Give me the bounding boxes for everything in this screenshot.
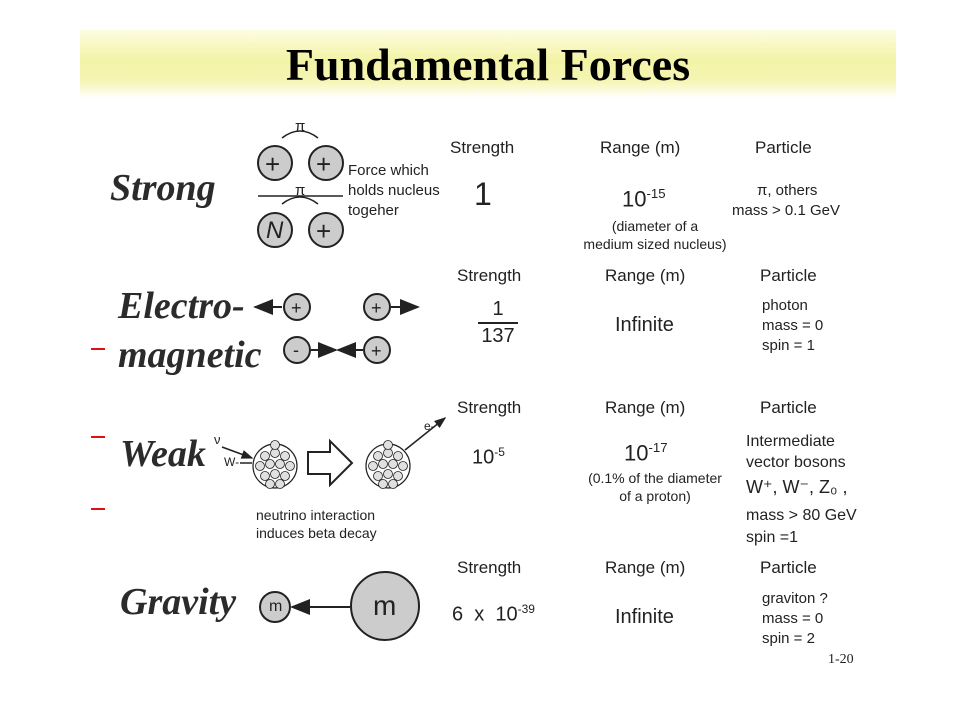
charge-circle <box>283 293 311 321</box>
force-name-gravity: Gravity <box>120 581 237 623</box>
neutron-label: N <box>266 217 284 244</box>
strong-description-line: holds nucleus <box>348 182 440 199</box>
gravity-range: Infinite <box>615 606 674 628</box>
gravity-particle: graviton ? <box>762 590 828 607</box>
strong-particle: π, others <box>757 182 818 199</box>
w-boson-label: W- <box>224 455 240 469</box>
proton-plus: + <box>316 216 332 246</box>
charge-plus: + <box>371 341 382 361</box>
proton-circle <box>308 212 344 248</box>
charge-circle <box>363 293 391 321</box>
charge-circle <box>283 336 311 364</box>
header-strength: Strength <box>457 398 522 417</box>
strong-particle: mass > 0.1 GeV <box>732 202 840 219</box>
weak-strength: 10-5 <box>472 445 505 469</box>
weak-range-note: of a proton) <box>619 488 691 504</box>
electron-arrow <box>404 417 447 451</box>
header-strength: Strength <box>457 558 522 577</box>
bullet-dash <box>91 508 105 510</box>
weak-caption: induces beta decay <box>256 525 377 541</box>
charge-plus: + <box>371 298 382 318</box>
header-strength: Strength <box>450 138 515 157</box>
neutrino-arrow <box>221 446 254 459</box>
header-range: Range (m) <box>605 398 686 417</box>
title-band <box>80 30 896 98</box>
header-range: Range (m) <box>605 266 686 285</box>
fraction-bar <box>478 322 518 324</box>
em-particle: photon <box>762 297 808 314</box>
strong-range-note: medium sized nucleus) <box>583 236 727 252</box>
header-strength: Strength <box>457 266 522 285</box>
electron-label: e- <box>424 419 435 433</box>
small-mass-label: m <box>269 598 283 615</box>
strong-range: 10-15 <box>622 186 666 212</box>
header-particle: Particle <box>760 266 817 285</box>
em-range: Infinite <box>615 314 674 336</box>
strong-description-line: togeher <box>348 202 399 219</box>
weak-range: 10-17 <box>624 440 668 466</box>
pion-arc <box>281 130 319 139</box>
em-strength-numerator: 1 <box>492 298 504 320</box>
weak-particle: W⁺, W⁻, Z₀ , <box>746 477 848 497</box>
bullet-dash <box>91 436 105 438</box>
pion-label: π <box>295 118 306 135</box>
weak-particle: Intermediate <box>746 433 835 450</box>
em-strength-fraction: 1 137 <box>478 298 518 348</box>
pion-arc <box>281 196 319 205</box>
force-name-strong: Strong <box>110 167 216 209</box>
proton-plus: + <box>265 149 281 179</box>
nucleus-before <box>252 440 298 489</box>
force-name-em-line1: Electro- <box>118 285 245 327</box>
charge-circle <box>363 336 391 364</box>
header-particle: Particle <box>760 558 817 577</box>
transform-arrow <box>307 438 354 488</box>
em-particle: mass = 0 <box>762 317 824 334</box>
proton-circle <box>308 145 344 181</box>
bullet-dash <box>91 348 105 350</box>
neutron-circle <box>257 212 293 248</box>
force-name-em-line2: magnetic <box>118 334 262 376</box>
weak-particle: spin =1 <box>746 529 799 546</box>
large-mass-circle <box>350 571 420 641</box>
pion-label: π <box>295 182 306 199</box>
gravity-particle: mass = 0 <box>762 610 824 627</box>
nucleus-after <box>365 440 411 489</box>
neutrino-label: ν <box>214 432 221 447</box>
force-name-weak: Weak <box>120 433 206 475</box>
header-range: Range (m) <box>605 558 686 577</box>
gravity-particle: spin = 2 <box>762 630 815 647</box>
strong-strength: 1 <box>474 176 492 212</box>
strong-range-note: (diameter of a <box>611 218 699 234</box>
em-particle: spin = 1 <box>762 337 815 354</box>
charge-plus: + <box>291 298 302 318</box>
charge-minus: - <box>293 340 299 360</box>
weak-particle: mass > 80 GeV <box>746 507 857 524</box>
slide-number: 1-20 <box>828 652 854 667</box>
weak-caption: neutrino interaction <box>256 507 376 523</box>
header-range: Range (m) <box>600 138 681 157</box>
gravity-strength: 6 x 10-39 <box>452 602 535 626</box>
header-particle: Particle <box>755 138 812 157</box>
proton-circle <box>257 145 293 181</box>
weak-range-note: (0.1% of the diameter <box>588 470 722 486</box>
page-title: Fundamental Forces <box>285 39 691 90</box>
header-particle: Particle <box>760 398 817 417</box>
em-strength-denominator: 137 <box>481 325 515 347</box>
large-mass-label: m <box>373 590 397 621</box>
weak-particle: vector bosons <box>746 454 846 471</box>
strong-description-line: Force which <box>348 162 429 179</box>
proton-plus: + <box>316 149 332 179</box>
